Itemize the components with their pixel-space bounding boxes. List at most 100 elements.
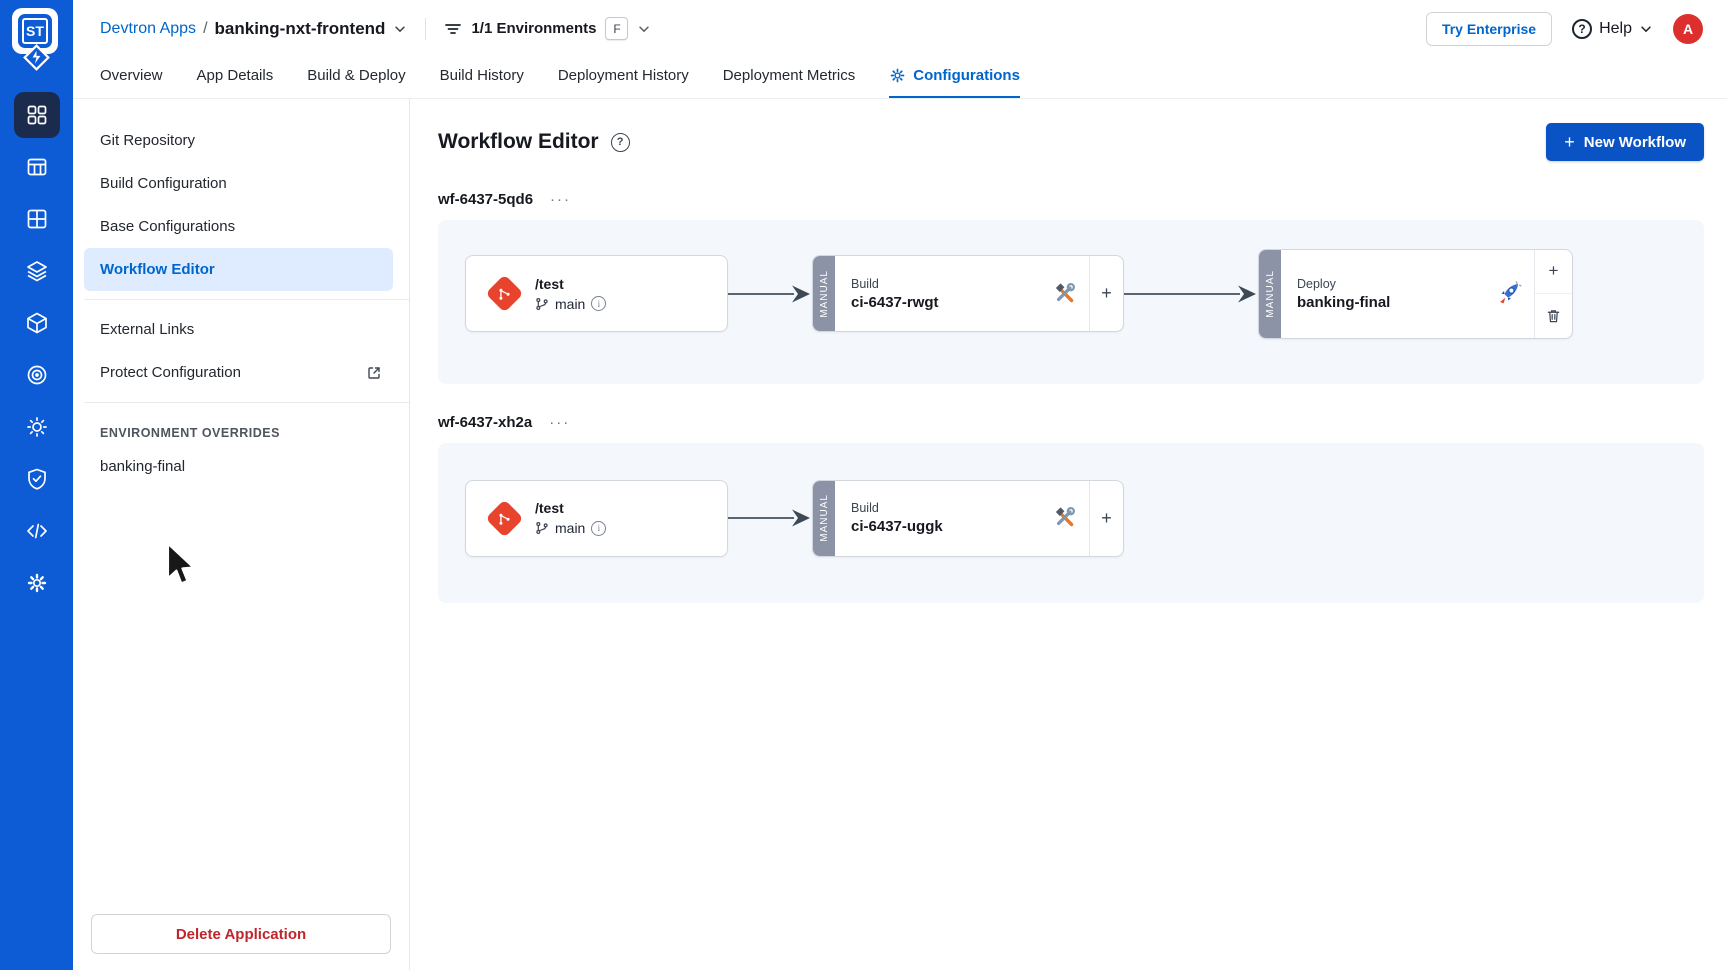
nav-protect-configuration[interactable]: Protect Configuration	[73, 351, 409, 394]
git-source-node[interactable]: /test main i	[465, 255, 728, 332]
git-source-node[interactable]: /test main i	[465, 479, 728, 557]
environment-chevron-icon[interactable]	[637, 22, 651, 36]
tab-configurations[interactable]: Configurations	[889, 57, 1020, 98]
tab-overview[interactable]: Overview	[100, 67, 163, 84]
jobs-table-icon[interactable]	[14, 144, 60, 190]
trigger-type-strip: MANUAL	[1259, 249, 1281, 338]
help-chevron-icon	[1641, 25, 1651, 32]
stack-logo-tile: ST	[12, 8, 58, 54]
help-menu[interactable]: ? Help	[1572, 18, 1653, 39]
git-repo-name: /test	[535, 500, 564, 516]
devtron-logo[interactable]: ST	[12, 8, 61, 71]
try-enterprise-button[interactable]: Try Enterprise	[1425, 11, 1553, 46]
node-type-label: Build	[851, 501, 879, 515]
packages-cube-icon[interactable]	[14, 300, 60, 346]
workflow-1-canvas: /test main i MANUAL Build ci-6437-rwgt	[438, 220, 1704, 384]
trash-icon	[1547, 309, 1560, 322]
delete-application-button[interactable]: Delete Application	[91, 914, 391, 954]
flow-arrow	[1124, 285, 1256, 302]
workflow-help-icon[interactable]: ?	[610, 132, 630, 152]
apps-grid-icon[interactable]	[13, 92, 60, 138]
filter-icon	[445, 23, 462, 34]
breadcrumb-app-name: banking-nxt-frontend	[214, 18, 386, 38]
workflow-2-flow-row: /test main i MANUAL Build ci-6437-uggk	[465, 443, 1704, 557]
page-title: Workflow Editor	[438, 130, 599, 153]
environment-overrides-header: ENVIRONMENT OVERRIDES	[100, 426, 280, 440]
app-tab-bar: Overview App Details Build & Deploy Buil…	[73, 57, 1727, 99]
global-config-icon[interactable]	[14, 404, 60, 450]
breadcrumb-root-link[interactable]: Devtron Apps	[100, 19, 197, 37]
branch-icon	[536, 297, 548, 310]
environment-selector[interactable]: 1/1 Environments F	[444, 17, 651, 40]
git-icon	[485, 498, 524, 538]
node-type-label: Deploy	[1297, 276, 1336, 291]
configurations-gear-icon	[890, 68, 905, 83]
info-icon[interactable]: i	[591, 296, 607, 311]
settings-gear-icon[interactable]	[14, 560, 60, 606]
git-branch-name: main	[555, 295, 586, 312]
flow-arrow	[728, 285, 810, 302]
add-deployment-button[interactable]: +	[1089, 480, 1123, 556]
api-code-icon[interactable]	[14, 508, 60, 554]
deploy-environment-name: banking-final	[1297, 293, 1391, 311]
tab-build-deploy[interactable]: Build & Deploy	[307, 67, 406, 84]
nav-base-configurations[interactable]: Base Configurations	[100, 218, 236, 235]
left-icon-rail: ST	[0, 0, 73, 970]
workflow-overflow-menu[interactable]: ···	[549, 414, 571, 431]
panel-divider	[84, 402, 409, 403]
workflow-editor-header: Workflow Editor ? + New Workflow	[438, 123, 1704, 161]
info-icon[interactable]: i	[591, 520, 607, 536]
git-icon	[485, 274, 524, 313]
workflow-name: wf-6437-xh2a	[438, 414, 533, 431]
build-node-ci-6437-uggk[interactable]: MANUAL Build ci-6437-uggk +	[812, 479, 1124, 557]
plus-icon: +	[1564, 131, 1575, 152]
security-shield-icon[interactable]	[14, 456, 60, 502]
header-divider	[425, 17, 427, 40]
app-switcher-chevron-icon[interactable]	[393, 22, 407, 36]
build-tools-icon	[1055, 282, 1075, 302]
git-branch-name: main	[555, 520, 586, 536]
trigger-type-strip: MANUAL	[813, 480, 835, 556]
configurations-side-panel: Git Repository Build Configuration Base …	[73, 99, 410, 970]
workflow-editor-main: Workflow Editor ? + New Workflow wf-6437…	[410, 99, 1727, 970]
git-repo-name: /test	[535, 275, 564, 292]
tab-deployment-history[interactable]: Deployment History	[557, 67, 689, 84]
nav-override-banking-final[interactable]: banking-final	[100, 458, 186, 475]
header-right-group: Try Enterprise ? Help A	[1425, 11, 1703, 46]
tab-build-history[interactable]: Build History	[439, 67, 524, 84]
rocket-icon	[1500, 281, 1522, 304]
delete-pipeline-button[interactable]	[1535, 293, 1572, 338]
new-workflow-button[interactable]: + New Workflow	[1546, 123, 1704, 161]
flow-arrow	[728, 509, 810, 527]
charts-stack-icon[interactable]	[14, 248, 60, 294]
build-node-ci-6437-rwgt[interactable]: MANUAL Build ci-6437-rwgt +	[812, 255, 1124, 332]
workflow-overflow-menu[interactable]: ···	[550, 191, 572, 208]
build-pipeline-name: ci-6437-rwgt	[851, 293, 939, 311]
tab-deployment-metrics[interactable]: Deployment Metrics	[722, 67, 856, 84]
deploy-node-banking-final[interactable]: MANUAL Deploy banking-final +	[1258, 248, 1573, 339]
node-type-label: Build	[851, 276, 879, 291]
nav-git-repository[interactable]: Git Repository	[100, 132, 196, 149]
external-link-icon	[368, 366, 380, 379]
build-tools-icon	[1055, 507, 1075, 527]
application-groups-icon[interactable]	[14, 196, 60, 242]
add-pipeline-button[interactable]: +	[1548, 261, 1559, 281]
user-avatar[interactable]: A	[1673, 13, 1703, 44]
add-deployment-button[interactable]: +	[1089, 256, 1123, 331]
workflow-2-label-row: wf-6437-xh2a ···	[438, 414, 1704, 431]
devtron-mark-icon	[23, 44, 50, 71]
nav-workflow-editor[interactable]: Workflow Editor	[84, 248, 393, 291]
stack-logo-text: ST	[18, 14, 52, 48]
nav-external-links[interactable]: External Links	[100, 321, 195, 338]
resource-browser-icon[interactable]	[14, 352, 60, 398]
environment-count-label: 1/1 Environments	[471, 20, 597, 37]
rail-icon-list	[0, 92, 73, 612]
nav-build-configuration[interactable]: Build Configuration	[100, 175, 227, 192]
deploy-node-actions: +	[1534, 249, 1572, 338]
breadcrumb-separator: /	[203, 19, 208, 37]
workflow-name: wf-6437-5qd6	[438, 191, 534, 208]
tab-app-details[interactable]: App Details	[196, 67, 274, 84]
trigger-type-strip: MANUAL	[813, 256, 835, 331]
panel-divider	[84, 299, 409, 300]
environment-badge: F	[605, 17, 629, 40]
